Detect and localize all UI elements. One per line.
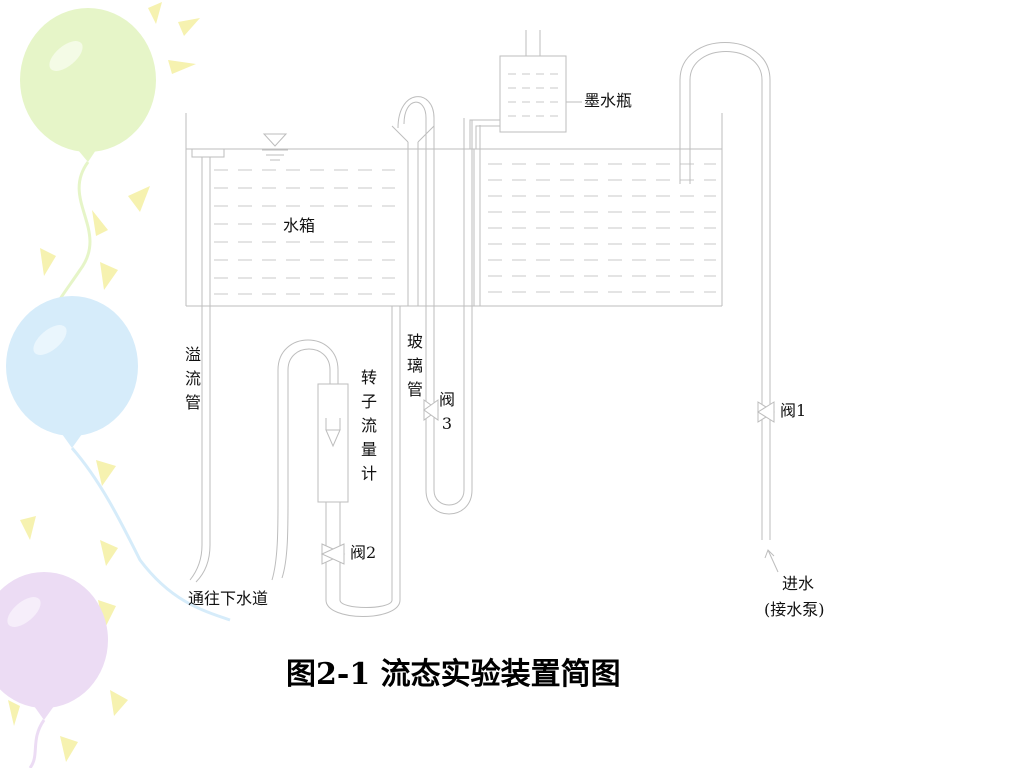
glass-tube-char: 玻 — [406, 332, 423, 351]
figure-caption: 图2-1 流态实验装置简图 — [286, 657, 621, 692]
rotameter-label: 转 子 流 量 计 — [360, 366, 378, 486]
inlet-label: 进水 — [782, 574, 815, 593]
valve1-label: 阀1 — [780, 401, 807, 420]
glass-tube — [391, 96, 473, 515]
purple-balloon-icon — [0, 572, 108, 768]
glass-tube-char: 璃 — [406, 356, 423, 375]
overflow-pipe-label: 溢 流 管 — [184, 343, 202, 415]
blue-balloon-icon — [6, 296, 231, 622]
valve3-char: 阀 — [438, 390, 455, 409]
rotameter-char: 计 — [360, 464, 377, 483]
overflow-pipe-char: 溢 — [184, 345, 201, 364]
water-tank — [185, 113, 723, 307]
rotameter-loop — [271, 306, 401, 617]
sun-rays-icon — [8, 2, 200, 762]
inlet-pipe — [679, 42, 779, 573]
rotameter-char: 转 — [360, 368, 377, 387]
overflow-pipe-char: 流 — [184, 369, 201, 388]
overflow-pipe — [189, 148, 225, 583]
valve3-char: 3 — [441, 414, 453, 433]
glass-tube-label: 玻 璃 管 — [406, 330, 424, 402]
rotameter-char: 子 — [360, 392, 377, 411]
valve3-label: 阀 3 — [438, 388, 456, 436]
water-tank-label: 水箱 — [283, 216, 316, 235]
overflow-pipe-char: 管 — [184, 393, 201, 412]
inlet-pump-label: (接水泵) — [764, 600, 825, 619]
ink-bottle-label: 墨水瓶 — [584, 91, 633, 110]
glass-tube-char: 管 — [406, 380, 423, 399]
valve2-label: 阀2 — [350, 543, 377, 562]
drain-label: 通往下水道 — [188, 589, 269, 608]
water-level-icon — [262, 133, 288, 161]
ink-bottle — [469, 30, 582, 149]
rotameter-char: 量 — [360, 440, 377, 459]
rotameter-char: 流 — [360, 416, 377, 435]
